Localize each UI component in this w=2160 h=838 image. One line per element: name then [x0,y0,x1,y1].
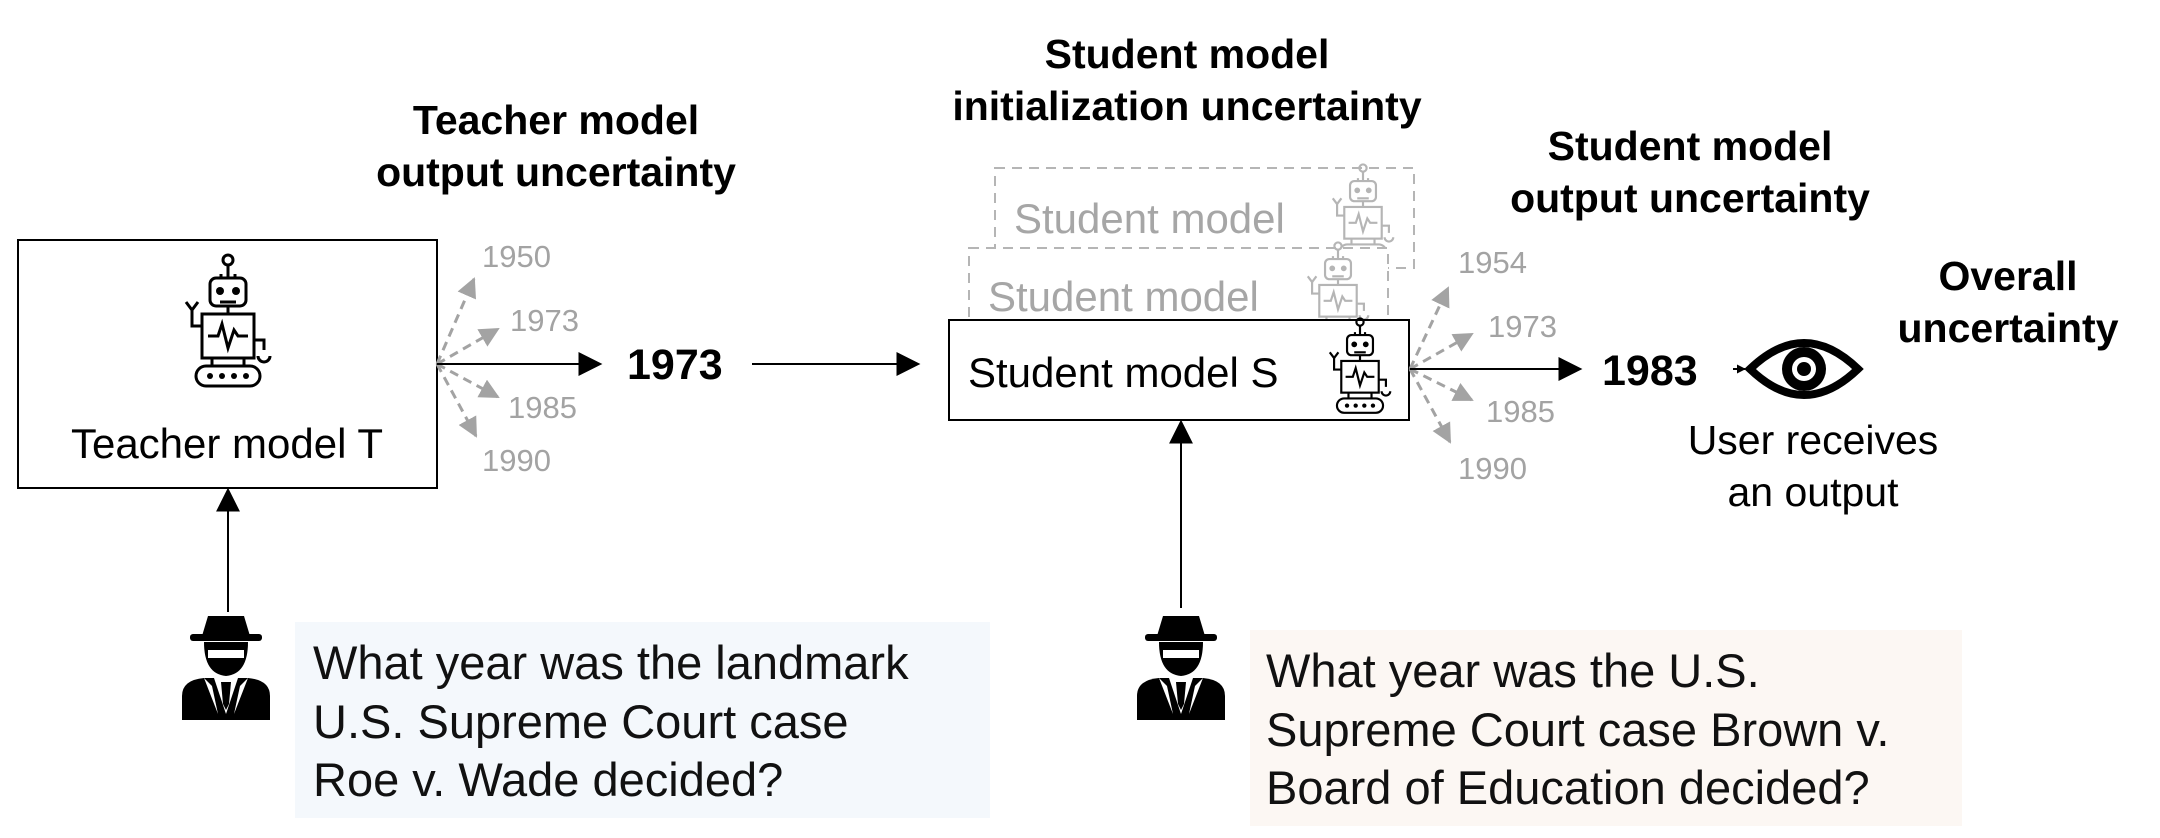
student-sample-year: 1990 [1458,451,1527,486]
student-ghost-label: Student model [1014,195,1285,242]
heading-student-init-uncertainty: Student model initialization uncertainty [952,31,1421,129]
teacher-sample-year: 1990 [482,443,551,478]
student-output-year: 1983 [1602,347,1698,395]
heading-student-output-line-2: output uncertainty [1510,175,1870,221]
heading-teacher-uncertainty: Teacher model output uncertainty [376,97,736,195]
spy-icon [182,616,270,720]
user-output-line-2: an output [1728,469,1900,515]
teacher-sample-years: 1950 1973 1985 1990 [482,239,579,478]
student-sample-year: 1985 [1486,394,1555,429]
teacher-sample-year: 1973 [510,303,579,338]
teacher-sample-year: 1985 [508,390,577,425]
student-model-label: Student model S [968,349,1279,396]
student-sample-year: 1973 [1488,309,1557,344]
user-output-line-1: User receives [1688,417,1939,463]
teacher-sample-year: 1950 [482,239,551,274]
heading-overall-uncertainty: Overall uncertainty [1898,253,2119,351]
eye-icon [1750,343,1858,395]
student-query-line: Board of Education decided? [1266,761,1870,814]
student-query-line: Supreme Court case Brown v. [1266,703,1889,756]
teacher-query-box [295,622,990,818]
student-sample-arrows [1408,286,1474,444]
heading-teacher-line-2: output uncertainty [376,149,736,195]
teacher-query-line: U.S. Supreme Court case [313,695,849,748]
heading-student-output-uncertainty: Student model output uncertainty [1510,123,1870,221]
teacher-model-label: Teacher model T [71,420,383,467]
heading-overall-line-2: uncertainty [1898,305,2119,351]
teacher-model-box: Teacher model T [17,239,438,489]
teacher-output-year: 1973 [627,341,723,389]
student-query-box [1250,630,1962,826]
teacher-sample-arrows [435,277,500,438]
heading-overall-line-1: Overall [1938,253,2077,299]
heading-teacher-line-1: Teacher model [413,97,699,143]
teacher-query-line: What year was the landmark [313,636,909,689]
student-sample-year: 1954 [1458,245,1527,280]
student-sample-years: 1954 1973 1985 1990 [1458,245,1557,486]
student-ghost-label: Student model [988,273,1259,320]
heading-student-init-line-2: initialization uncertainty [952,83,1421,129]
student-model-box: Student model S [948,317,1410,421]
spy-icon [1137,616,1225,720]
teacher-query-line: Roe v. Wade decided? [313,753,783,806]
student-query-line: What year was the U.S. [1266,644,1760,697]
heading-student-output-line-1: Student model [1548,123,1833,169]
heading-student-init-line-1: Student model [1045,31,1330,77]
